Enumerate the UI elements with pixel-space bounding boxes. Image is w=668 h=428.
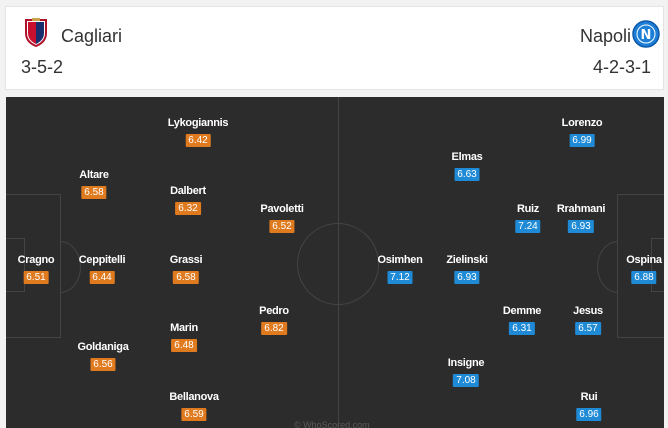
player-name: Jesus [573,305,603,317]
player-name: Cragno [17,254,55,266]
player-name: Zielinski [446,254,488,266]
player-rating: 6.57 [575,322,601,335]
player-rating: 6.56 [90,358,116,371]
player-rating: 6.31 [509,322,535,335]
player-name: Marin [170,322,198,334]
away-team-name: Napoli [579,26,631,46]
player-rating: 7.12 [387,271,413,284]
player-rating: 6.99 [569,134,595,147]
pitch: Cragno 6.51 Altare 6.58 Ceppitelli 6.44 … [6,97,664,428]
player-name: Bellanova [169,391,219,403]
player-home-9[interactable]: Bellanova 6.59 [169,391,219,422]
away-formation: 4-2-3-1 [592,57,651,77]
player-away-6[interactable]: Ruiz 7.24 [515,203,541,234]
napoli-crest-icon: N [632,20,660,48]
player-home-8[interactable]: Marin 6.48 [170,322,198,353]
player-rating: 6.52 [269,220,295,233]
player-rating: 6.44 [89,271,115,284]
player-rating: 6.96 [576,408,602,421]
player-away-2[interactable]: Lorenzo 6.99 [562,117,603,148]
home-team-name: Cagliari [61,26,123,46]
player-home-5[interactable]: Lykogiannis 6.42 [167,117,229,148]
player-away-8[interactable]: Elmas 6.63 [452,151,483,182]
player-away-11[interactable]: Osimhen 7.12 [378,254,423,285]
player-name: Pedro [259,305,289,317]
player-rating: 6.93 [568,220,594,233]
cagliari-crest-icon [25,18,47,47]
player-home-7[interactable]: Grassi 6.58 [169,254,203,285]
player-home-1[interactable]: Cragno 6.51 [18,254,55,285]
player-away-3[interactable]: Rrahmani 6.93 [557,203,605,234]
player-away-7[interactable]: Demme 6.31 [503,305,541,336]
player-name: Demme [502,305,542,317]
player-rating: 6.48 [171,339,197,352]
player-home-6[interactable]: Dalbert 6.32 [170,185,206,216]
player-rating: 6.82 [261,322,287,335]
player-name: Insigne [447,357,485,369]
player-name: Ospina [626,254,662,266]
player-away-10[interactable]: Insigne 7.08 [447,357,485,388]
player-rating: 6.58 [173,271,199,284]
player-name: Lykogiannis [167,117,229,129]
player-name: Elmas [451,151,483,163]
player-name: Rui [580,391,598,403]
player-rating: 6.59 [181,408,207,421]
player-name: Goldaniga [77,341,129,353]
player-home-2[interactable]: Altare 6.58 [79,169,109,200]
player-home-4[interactable]: Goldaniga 6.56 [77,341,129,372]
right-goal-area [651,238,664,292]
player-name: Grassi [169,254,203,266]
svg-text:N: N [641,28,652,43]
player-name: Pavoletti [260,203,304,215]
player-name: Dalbert [170,185,206,197]
player-name: Ceppitelli [78,254,126,266]
center-circle [297,223,379,305]
player-rating: 6.88 [631,271,657,284]
player-rating: 7.24 [515,220,541,233]
player-home-10[interactable]: Pavoletti 6.52 [260,203,304,234]
player-name: Altare [79,169,109,181]
player-name: Osimhen [377,254,423,266]
match-header: Cagliari 3-5-2 Napoli N 4-2-3-1 [5,6,664,90]
player-rating: 6.63 [454,168,480,181]
player-away-5[interactable]: Rui 6.96 [576,391,602,422]
player-name: Rrahmani [556,203,606,215]
player-name: Ruiz [516,203,540,215]
player-away-9[interactable]: Zielinski 6.93 [446,254,488,285]
player-away-1[interactable]: Ospina 6.88 [626,254,662,285]
player-rating: 6.58 [81,186,107,199]
home-formation: 3-5-2 [21,57,64,77]
player-away-4[interactable]: Jesus 6.57 [573,305,603,336]
player-rating: 6.32 [175,202,201,215]
player-home-11[interactable]: Pedro 6.82 [259,305,289,336]
left-goal-area [6,238,25,292]
player-rating: 6.42 [185,134,211,147]
player-rating: 6.93 [454,271,480,284]
player-name: Lorenzo [561,117,603,129]
watermark: © WhoScored.com [294,420,370,428]
player-rating: 7.08 [453,374,479,387]
player-home-3[interactable]: Ceppitelli 6.44 [79,254,126,285]
player-rating: 6.51 [23,271,49,284]
